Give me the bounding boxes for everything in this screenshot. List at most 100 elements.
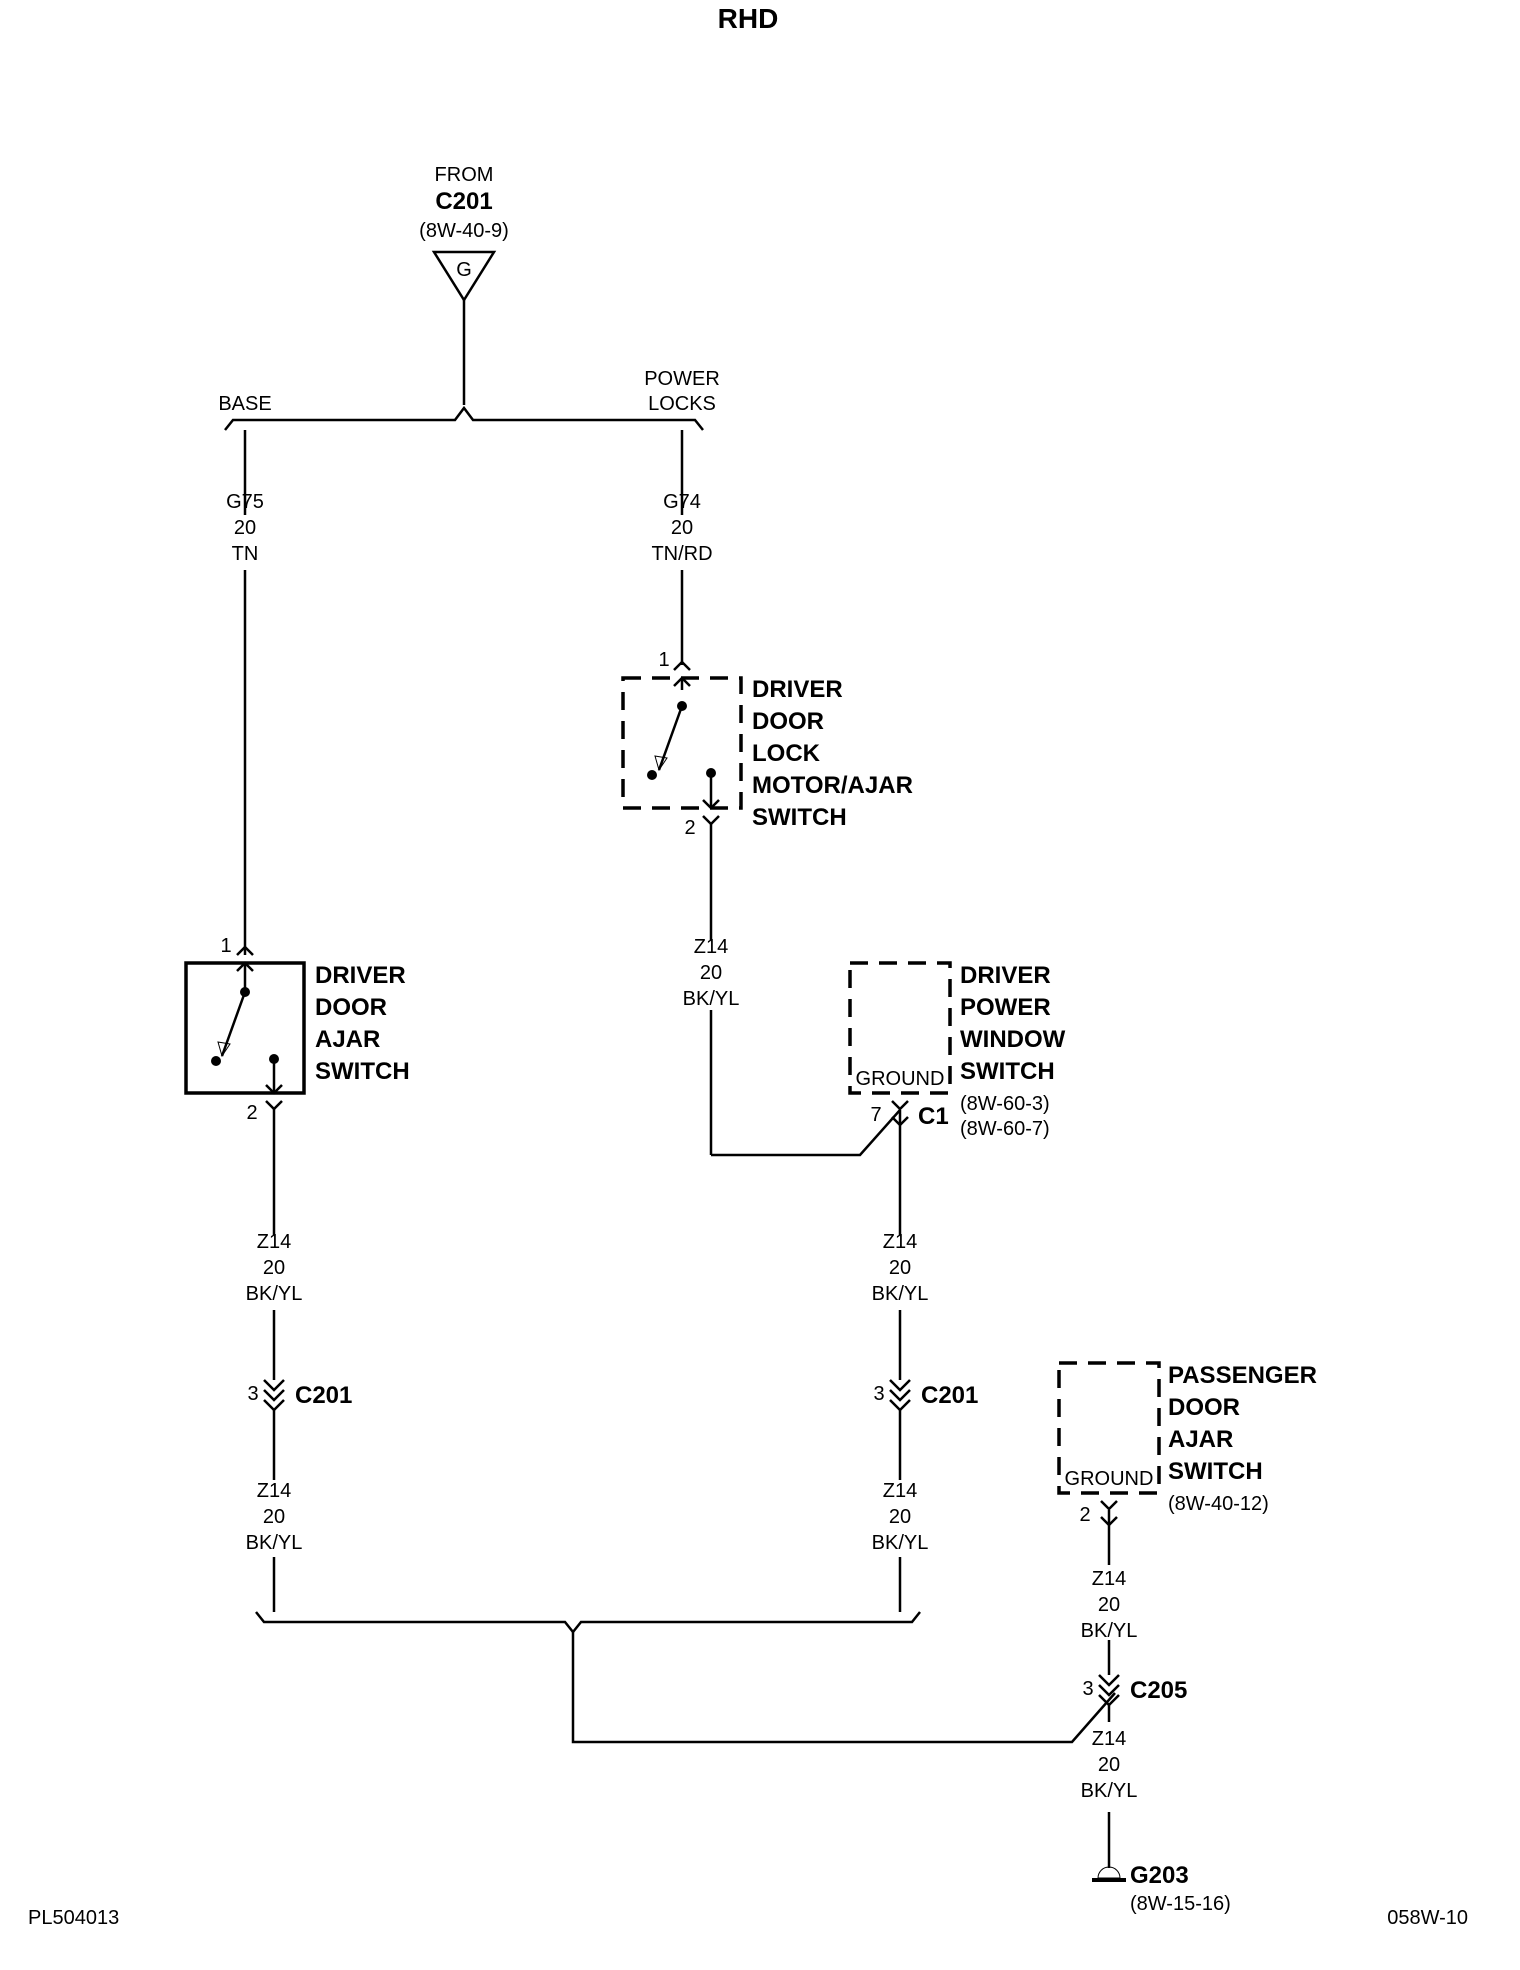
c201-left-label: C201 bbox=[295, 1382, 352, 1409]
lock-pin-bottom: 2 bbox=[684, 817, 695, 839]
ajar-pin-bottom: 2 bbox=[246, 1102, 257, 1124]
svg-text:DRIVER: DRIVER bbox=[960, 962, 1051, 989]
svg-text:POWER: POWER bbox=[960, 994, 1051, 1021]
c201-right-label: C201 bbox=[921, 1382, 978, 1409]
svg-text:BK/YL: BK/YL bbox=[1081, 1780, 1138, 1802]
svg-text:20: 20 bbox=[700, 962, 722, 984]
ground-ref: (8W-15-16) bbox=[1130, 1893, 1231, 1915]
c201-left-connector-icon bbox=[263, 1379, 285, 1412]
ground-symbol-icon bbox=[1092, 1866, 1126, 1882]
svg-text:G74: G74 bbox=[663, 491, 701, 513]
svg-text:Z14: Z14 bbox=[257, 1231, 291, 1253]
driver-power-window-switch bbox=[848, 961, 952, 1380]
svg-text:(8W-40-12): (8W-40-12) bbox=[1168, 1493, 1269, 1515]
svg-text:(8W-60-3): (8W-60-3) bbox=[960, 1093, 1050, 1115]
svg-text:DRIVER: DRIVER bbox=[315, 962, 406, 989]
svg-text:Z14: Z14 bbox=[257, 1480, 291, 1502]
c201-right-pin: 3 bbox=[873, 1383, 884, 1405]
svg-text:BK/YL: BK/YL bbox=[1081, 1620, 1138, 1642]
passenger-ground-label: GROUND bbox=[1065, 1468, 1154, 1490]
svg-text:Z14: Z14 bbox=[1092, 1568, 1126, 1590]
c205-pin: 3 bbox=[1082, 1678, 1093, 1700]
wire-label-g75: G75 20 TN bbox=[226, 491, 264, 565]
svg-text:G75: G75 bbox=[226, 491, 264, 513]
svg-text:MOTOR/AJAR: MOTOR/AJAR bbox=[752, 772, 913, 799]
svg-text:BK/YL: BK/YL bbox=[246, 1532, 303, 1554]
wire-label-g74: G74 20 TN/RD bbox=[651, 491, 712, 565]
svg-text:BK/YL: BK/YL bbox=[246, 1283, 303, 1305]
svg-text:AJAR: AJAR bbox=[315, 1026, 380, 1053]
passenger-door-ajar-label: PASSENGER DOOR AJAR SWITCH (8W-40-12) bbox=[1168, 1362, 1317, 1515]
svg-text:LOCK: LOCK bbox=[752, 740, 821, 767]
wire-label-z14-lock: Z14 20 BK/YL bbox=[683, 936, 740, 1010]
svg-text:(8W-60-7): (8W-60-7) bbox=[960, 1118, 1050, 1140]
driver-power-window-label: DRIVER POWER WINDOW SWITCH (8W-60-3) (8W… bbox=[960, 962, 1066, 1140]
wire-label-z14-right-2: Z14 20 BK/YL bbox=[872, 1480, 929, 1554]
svg-text:20: 20 bbox=[889, 1506, 911, 1528]
svg-text:20: 20 bbox=[263, 1257, 285, 1279]
source-cavity-label: G bbox=[456, 259, 472, 281]
pin-arrow-icon bbox=[236, 945, 254, 956]
source-triangle-icon bbox=[431, 250, 497, 303]
switch-contact-icon bbox=[220, 991, 247, 1057]
wire-label-z14-pass-2: Z14 20 BK/YL bbox=[1081, 1728, 1138, 1802]
svg-text:DOOR: DOOR bbox=[315, 994, 387, 1021]
footer-left-code: PL504013 bbox=[28, 1907, 119, 1929]
switch-contact-icon bbox=[657, 705, 684, 771]
svg-text:TN/RD: TN/RD bbox=[651, 543, 712, 565]
svg-text:DOOR: DOOR bbox=[752, 708, 824, 735]
svg-text:SWITCH: SWITCH bbox=[752, 804, 847, 831]
lock-pin-top: 1 bbox=[658, 649, 669, 671]
c201-right-connector-icon bbox=[889, 1379, 911, 1412]
branch-power-label: POWER bbox=[644, 368, 720, 390]
driver-door-ajar-switch bbox=[184, 945, 306, 1111]
svg-text:20: 20 bbox=[671, 517, 693, 539]
lock-to-window-wire bbox=[709, 824, 901, 1157]
source-ref-label: (8W-40-9) bbox=[419, 220, 509, 242]
source-connector-label: C201 bbox=[435, 188, 492, 215]
svg-text:Z14: Z14 bbox=[694, 936, 728, 958]
wire-label-z14-right-1: Z14 20 BK/YL bbox=[872, 1231, 929, 1305]
window-pin: 7 bbox=[870, 1104, 881, 1126]
window-ground-label: GROUND bbox=[856, 1068, 945, 1090]
svg-text:SWITCH: SWITCH bbox=[960, 1058, 1055, 1085]
svg-text:20: 20 bbox=[263, 1506, 285, 1528]
svg-text:BK/YL: BK/YL bbox=[872, 1532, 929, 1554]
driver-door-lock-label: DRIVER DOOR LOCK MOTOR/AJAR SWITCH bbox=[752, 676, 913, 831]
svg-text:20: 20 bbox=[1098, 1754, 1120, 1776]
diagram-title: RHD bbox=[718, 3, 779, 34]
driver-door-lock-switch bbox=[621, 660, 743, 826]
svg-text:TN: TN bbox=[232, 543, 259, 565]
branch-base-label: BASE bbox=[218, 393, 271, 415]
ground-label: G203 bbox=[1130, 1862, 1189, 1889]
bottom-splice bbox=[255, 1611, 1116, 1744]
passenger-pin: 2 bbox=[1079, 1504, 1090, 1526]
svg-text:DOOR: DOOR bbox=[1168, 1394, 1240, 1421]
svg-text:Z14: Z14 bbox=[883, 1480, 917, 1502]
svg-text:Z14: Z14 bbox=[1092, 1728, 1126, 1750]
driver-door-ajar-label: DRIVER DOOR AJAR SWITCH bbox=[315, 962, 410, 1085]
wire-label-z14-left-2: Z14 20 BK/YL bbox=[246, 1480, 303, 1554]
svg-text:20: 20 bbox=[889, 1257, 911, 1279]
branch-locks-label: LOCKS bbox=[648, 393, 716, 415]
wire-label-z14-left-1: Z14 20 BK/YL bbox=[246, 1231, 303, 1305]
svg-text:BK/YL: BK/YL bbox=[872, 1283, 929, 1305]
svg-text:Z14: Z14 bbox=[883, 1231, 917, 1253]
svg-text:PASSENGER: PASSENGER bbox=[1168, 1362, 1317, 1389]
source-from-label: FROM bbox=[435, 164, 494, 186]
pin-arrow-icon bbox=[673, 660, 691, 671]
svg-text:WINDOW: WINDOW bbox=[960, 1026, 1066, 1053]
wire-label-z14-pass-1: Z14 20 BK/YL bbox=[1081, 1568, 1138, 1642]
svg-text:20: 20 bbox=[1098, 1594, 1120, 1616]
svg-text:DRIVER: DRIVER bbox=[752, 676, 843, 703]
source-wires bbox=[224, 300, 704, 955]
footer-right-code: 058W-10 bbox=[1387, 1907, 1468, 1929]
svg-text:SWITCH: SWITCH bbox=[1168, 1458, 1263, 1485]
passenger-door-ajar-switch bbox=[1057, 1361, 1161, 1675]
window-connector-c1: C1 bbox=[918, 1103, 949, 1130]
svg-text:BK/YL: BK/YL bbox=[683, 988, 740, 1010]
c201-left-pin: 3 bbox=[247, 1383, 258, 1405]
svg-text:AJAR: AJAR bbox=[1168, 1426, 1233, 1453]
svg-text:20: 20 bbox=[234, 517, 256, 539]
